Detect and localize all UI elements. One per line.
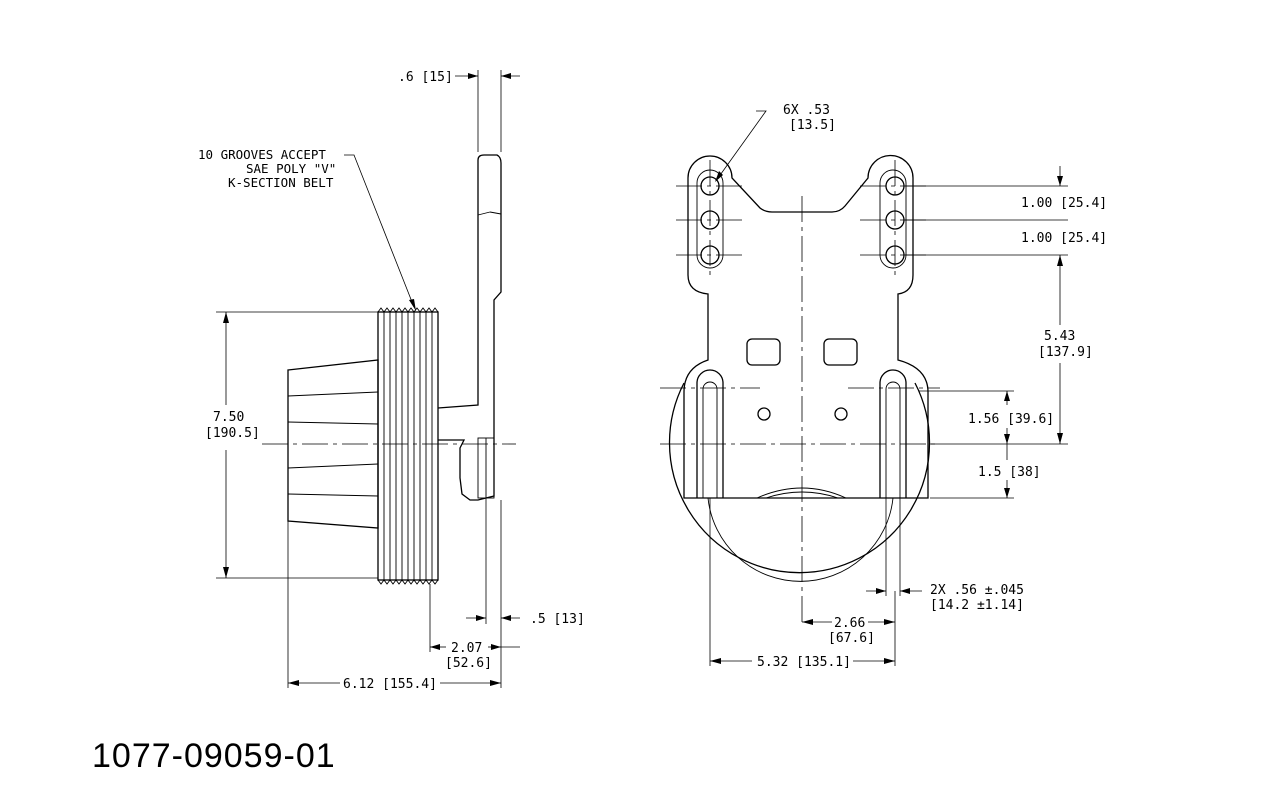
dim-266-in: 2.66 xyxy=(834,616,865,631)
right-hole-slot xyxy=(879,169,907,269)
groove-note: 10 GROOVES ACCEPT SAE POLY "V" K-SECTION… xyxy=(198,147,344,190)
dim-15-label: 1.5 [38] xyxy=(978,465,1041,480)
dim-156-label: 1.56 [39.6] xyxy=(968,412,1054,427)
adjustment-slots xyxy=(696,369,907,498)
slot-label-mm: [14.2 ±1.14] xyxy=(930,598,1024,613)
dim-543-mm: [137.9] xyxy=(1038,345,1093,360)
small-hole-left xyxy=(757,407,771,421)
spacing-2-label: 1.00 [25.4] xyxy=(1021,231,1107,246)
note-line-3: K-SECTION BELT xyxy=(228,175,334,190)
dim-height-in: 7.50 xyxy=(213,410,244,425)
tensioner-arm xyxy=(437,154,502,501)
mounting-bracket xyxy=(683,154,929,499)
dim-532-label: 5.32 [135.1] xyxy=(757,655,851,670)
note-line-1: 10 GROOVES ACCEPT xyxy=(198,147,326,162)
dim-mid-mm: [52.6] xyxy=(445,656,492,671)
mounting-holes xyxy=(700,176,905,265)
right-window xyxy=(823,338,858,366)
note-line-2: SAE POLY "V" xyxy=(246,161,336,176)
side-view: .6 [15] 10 GROOVES ACCEPT SAE POLY "V" K… xyxy=(198,70,585,692)
dim-543-in: 5.43 xyxy=(1044,329,1075,344)
dim-top-label: .6 [15] xyxy=(398,70,453,85)
dim-height-mm: [190.5] xyxy=(205,426,260,441)
spacing-1-label: 1.00 [25.4] xyxy=(1021,196,1107,211)
dim-mid-in: 2.07 xyxy=(451,641,482,656)
front-view: 6X .53 [13.5] 1.00 [25.4] 1.00 [25.4] 5.… xyxy=(660,103,1107,670)
holes-label-mm: [13.5] xyxy=(789,118,836,133)
small-hole-right xyxy=(834,407,848,421)
slot-label-in: 2X .56 ±.045 xyxy=(930,583,1024,598)
dim-small-label: .5 [13] xyxy=(530,612,585,627)
pulley-circle xyxy=(668,382,931,574)
grooved-pulley xyxy=(377,307,439,585)
dim-overall-label: 6.12 [155.4] xyxy=(343,677,437,692)
part-number: 1077-09059-01 xyxy=(92,737,336,775)
dim-266-mm: [67.6] xyxy=(828,631,875,646)
left-window xyxy=(746,338,781,366)
holes-label-in: 6X .53 xyxy=(783,103,830,118)
